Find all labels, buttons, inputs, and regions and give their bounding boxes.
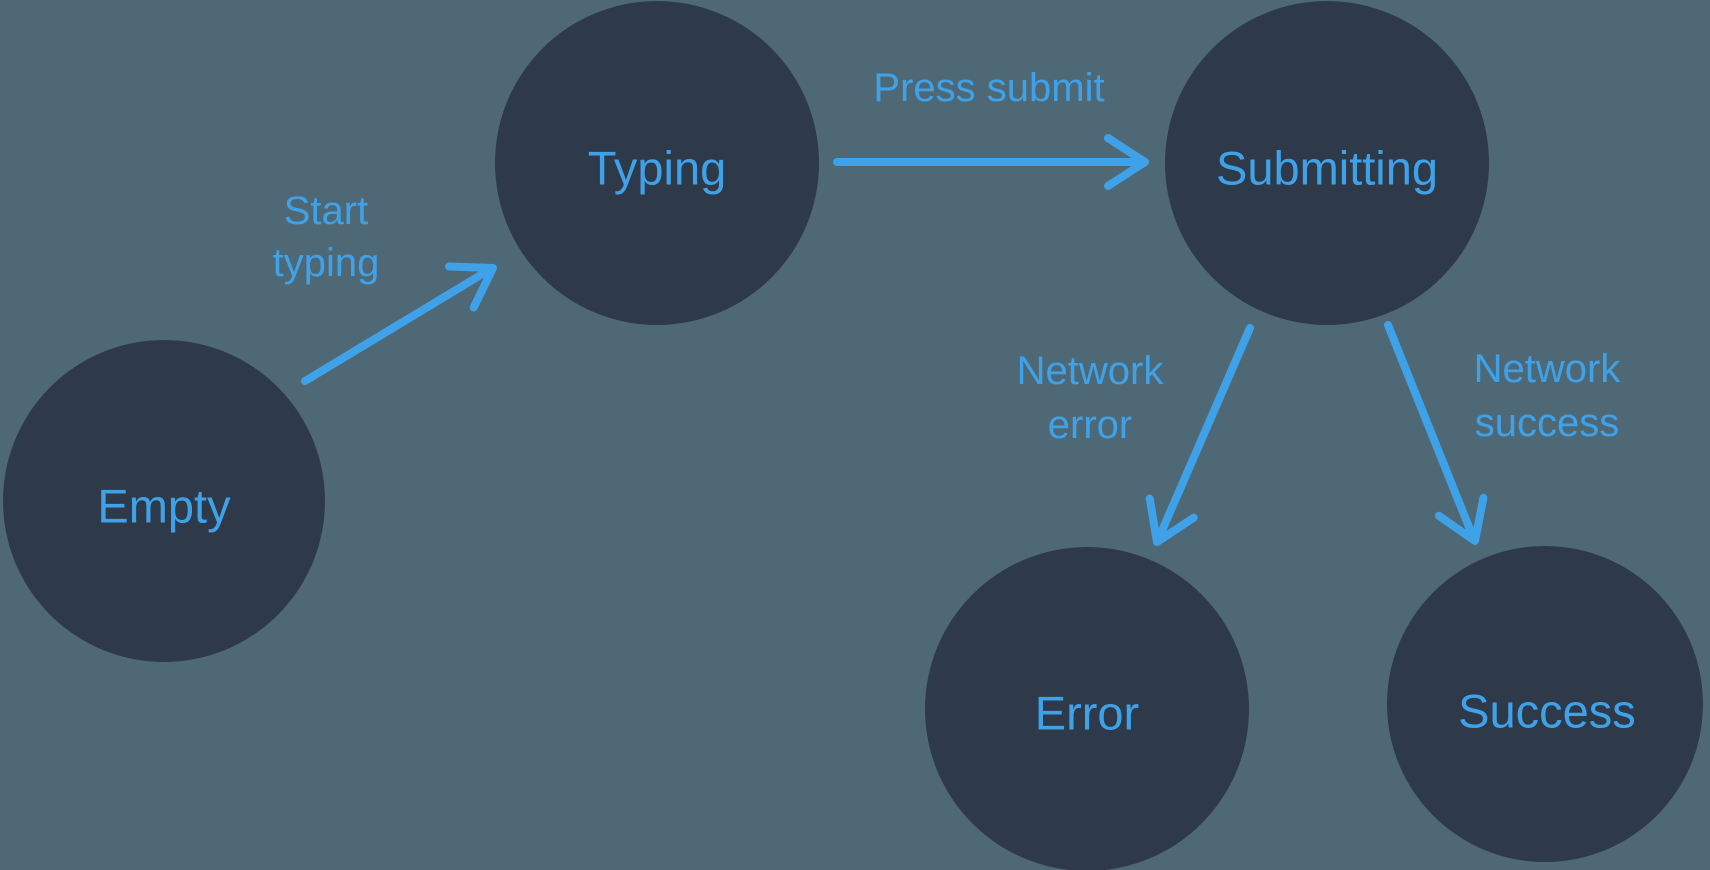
transition-label-network-error-line2: error (1048, 403, 1132, 447)
state-circle-typing (495, 1, 819, 325)
transition-line-start-typing (301, 269, 488, 385)
transition-label-press-submit: Press submit (873, 66, 1104, 110)
arrowhead-network-success-icon (1435, 493, 1488, 545)
state-label-empty: Empty (97, 480, 231, 533)
transition-network-error: Network error (1017, 324, 1254, 546)
state-error: Error (925, 547, 1249, 870)
state-label-success: Success (1458, 685, 1636, 738)
state-label-error: Error (1035, 687, 1139, 740)
arrowhead-press-submit-icon (1104, 134, 1149, 190)
arrowhead-start-typing-icon (445, 262, 497, 312)
transition-line-network-success (1384, 321, 1475, 536)
transition-label-start-typing-line2: typing (273, 241, 380, 285)
transition-network-success: Network success (1384, 321, 1622, 545)
state-circle-success (1387, 546, 1703, 862)
state-empty: Empty (3, 340, 325, 662)
state-label-typing: Typing (588, 142, 726, 195)
state-typing: Typing (495, 1, 819, 325)
transition-press-submit: Press submit (833, 66, 1149, 190)
state-circle-empty (3, 340, 325, 662)
transition-label-start-typing-line1: Start (284, 189, 368, 233)
state-success: Success (1387, 546, 1703, 862)
transition-label-network-error-line1: Network (1017, 349, 1165, 393)
transition-start-typing: Start typing (273, 189, 497, 385)
state-circle-error (925, 547, 1249, 870)
state-circle-submitting (1165, 1, 1489, 325)
transition-label-network-success-line2: success (1475, 401, 1620, 445)
transition-label-network-success-line1: Network (1474, 347, 1622, 391)
arrowhead-network-error-icon (1145, 494, 1198, 546)
state-label-submitting: Submitting (1216, 142, 1438, 195)
state-submitting: Submitting (1165, 1, 1489, 325)
transition-line-network-error (1157, 324, 1254, 537)
